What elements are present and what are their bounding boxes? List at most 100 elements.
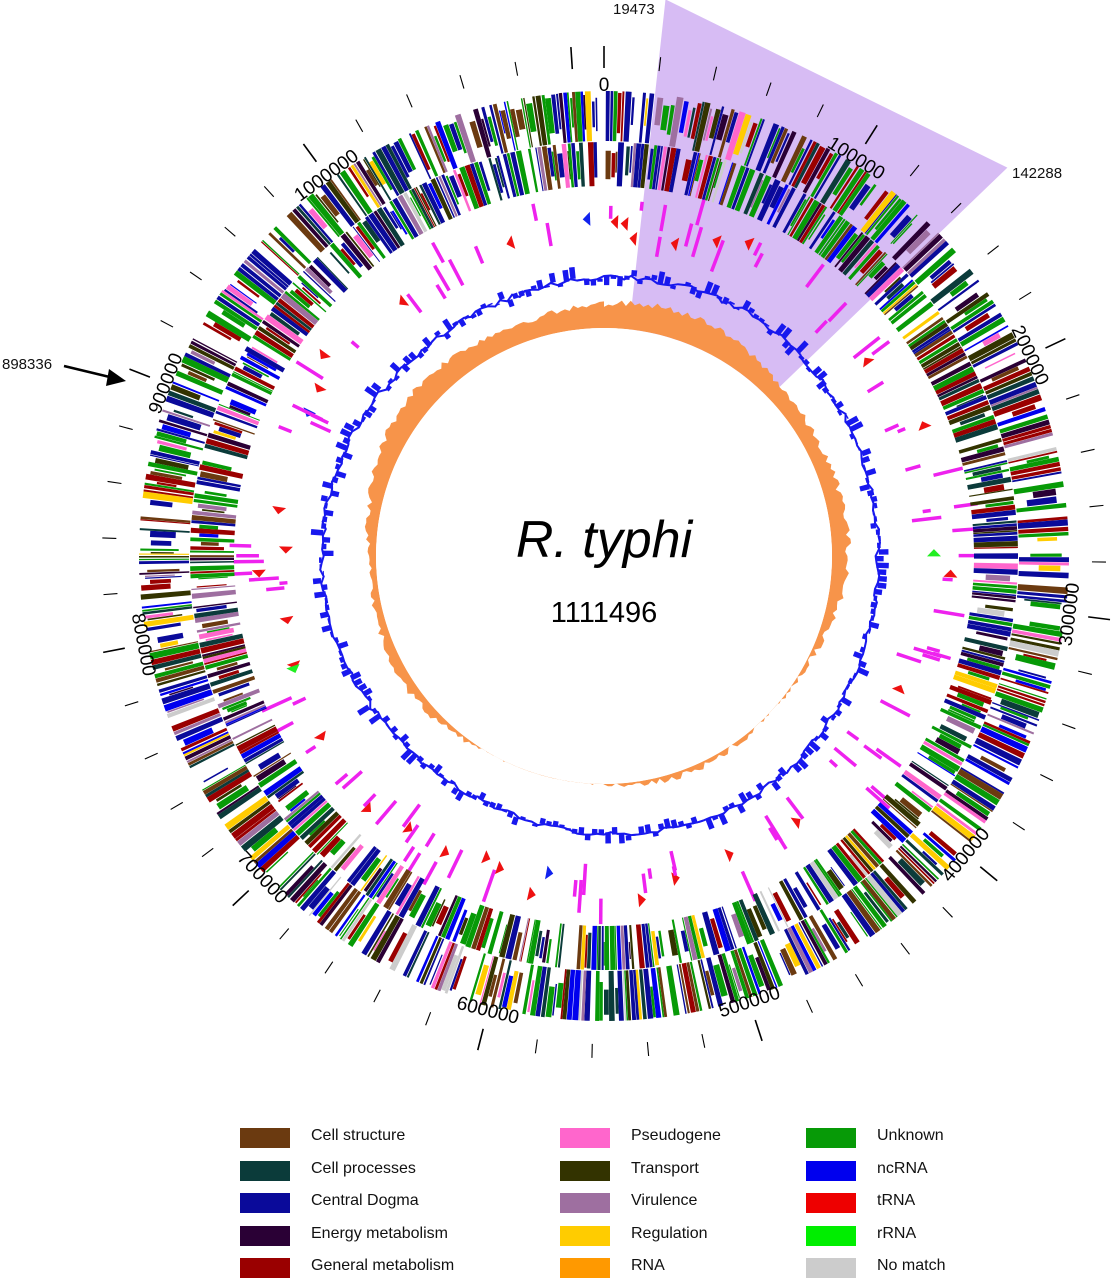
highlight-end-label: 142288 (1012, 165, 1062, 182)
legend-swatch (560, 1193, 610, 1213)
gene-density-bar (861, 448, 871, 456)
gene-block (605, 926, 609, 970)
pseudogene-mark (643, 874, 645, 893)
scale-tick (460, 75, 464, 88)
gene-block (1019, 571, 1069, 578)
gene-block (588, 142, 595, 186)
marker-arrow-icon (64, 366, 126, 386)
gene-block (599, 982, 603, 1021)
pseudogene-mark (881, 701, 910, 716)
pseudogene-mark (927, 648, 940, 652)
gene-density-bar (433, 764, 443, 775)
pseudogene-mark (641, 202, 642, 211)
pseudogene-mark (262, 698, 292, 711)
gene-block (139, 556, 189, 558)
legend-label: rRNA (877, 1225, 916, 1243)
scale-tick (515, 62, 517, 76)
scale-tick (125, 702, 138, 706)
gene-block (139, 561, 189, 564)
legend-swatch (240, 1226, 290, 1246)
gene-density-bar (311, 529, 324, 536)
scale-tick (108, 481, 122, 483)
legend-swatch (806, 1193, 856, 1213)
pseudogene-mark (279, 583, 287, 584)
gene-block (606, 91, 610, 141)
gene-block (190, 555, 234, 557)
gene-block (190, 546, 224, 550)
pseudogene-mark (433, 243, 444, 263)
gene-block (1037, 537, 1057, 541)
scale-tick (1040, 775, 1053, 781)
pseudogene-mark (408, 294, 422, 312)
gene-density-bar (877, 583, 886, 589)
pseudogene-mark (934, 611, 965, 616)
pseudogene-mark (437, 285, 445, 299)
gene-block (666, 965, 680, 1015)
gene-block (602, 926, 604, 970)
scale-tick (901, 943, 910, 954)
ncrna-marker-icon (583, 212, 591, 226)
trna-marker-icon (791, 818, 801, 829)
legend-label: No match (877, 1257, 945, 1275)
pseudogene-mark (449, 260, 462, 286)
gene-block (610, 91, 613, 141)
trna-marker-icon (279, 546, 293, 553)
scale-tick (233, 891, 249, 906)
gene-density-bar (323, 551, 333, 556)
gene-block (598, 926, 601, 970)
legend-label: Energy metabolism (311, 1225, 448, 1243)
gene-block (1019, 557, 1069, 562)
trna-marker-icon (495, 861, 504, 874)
pseudogene-mark (448, 850, 461, 878)
scale-tick (807, 1000, 813, 1013)
gene-block (1019, 562, 1069, 566)
pseudogene-mark (830, 760, 837, 766)
trna-marker-icon (314, 731, 326, 741)
scale-tick (1088, 617, 1110, 620)
pseudogene-mark (306, 746, 315, 752)
gene-density-bar (604, 276, 609, 286)
pseudogene-mark (547, 223, 551, 246)
pseudogene-mark (847, 732, 858, 740)
scale-tick (571, 47, 572, 69)
trna-marker-icon (629, 232, 637, 246)
legend-label: Transport (631, 1160, 699, 1178)
legend-label: Pseudogene (631, 1127, 721, 1145)
pseudogene-mark (835, 748, 856, 766)
scale-tick (264, 186, 273, 196)
legend-label: Virulence (631, 1192, 697, 1210)
scale-tick (1066, 395, 1079, 399)
scale-tick (1045, 339, 1065, 348)
scale-label: 0 (599, 75, 610, 96)
gene-density-bar (497, 291, 505, 300)
pseudogene-mark (854, 337, 880, 357)
pseudogene-mark (424, 862, 436, 885)
gene-block (613, 91, 618, 141)
scale-tick (102, 538, 116, 539)
gene-block (201, 542, 219, 546)
gene-block (617, 93, 622, 133)
pseudogene-mark (277, 723, 293, 732)
circular-genome-map: 0100000200000300000400000500000600000700… (0, 0, 1117, 1110)
gene-block (623, 92, 631, 142)
scale-tick (426, 1012, 431, 1025)
legend-swatch (240, 1193, 290, 1213)
pseudogene-mark (376, 801, 396, 824)
scale-tick (1081, 449, 1095, 452)
legend-label: tRNA (877, 1192, 915, 1210)
trna-marker-icon (527, 887, 536, 901)
gene-block (617, 142, 624, 186)
gene-block (609, 971, 615, 1021)
gene-block (150, 579, 171, 584)
pseudogene-mark (584, 864, 586, 895)
pseudogene-mark (923, 511, 931, 512)
pseudogene-mark (897, 654, 921, 662)
scale-tick (1078, 671, 1092, 674)
trna-marker-icon (272, 506, 286, 514)
scale-tick (535, 1039, 537, 1053)
gene-block (190, 561, 234, 563)
gene-block (140, 549, 178, 551)
scale-tick (161, 321, 173, 328)
scale-tick (1019, 292, 1031, 299)
ncrna-marker-icon (545, 866, 553, 880)
